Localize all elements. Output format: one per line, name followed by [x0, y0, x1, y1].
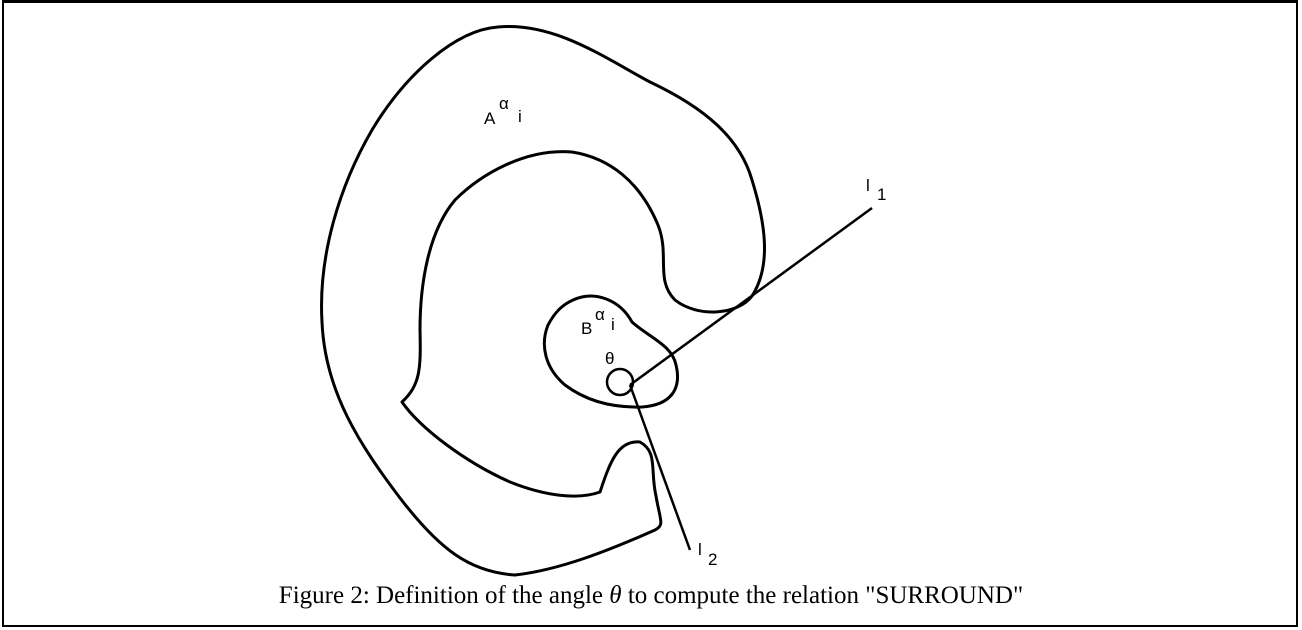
angle-label: θ	[605, 349, 614, 368]
line-l1-label: l	[866, 176, 870, 195]
region-b-label-sub: i	[611, 315, 615, 334]
caption-text-after: to compute the relation "SURROUND"	[621, 582, 1024, 609]
region-b-label-sup: α	[595, 305, 605, 324]
caption-theta-symbol: θ	[609, 582, 622, 609]
angle-arc-marker	[605, 367, 635, 397]
region-a-label-sub: i	[518, 107, 522, 126]
region-b-label: B	[581, 319, 592, 338]
region-b-outline	[542, 294, 679, 409]
caption-text-before: Figure 2: Definition of the angle	[278, 582, 610, 609]
figure-caption: Figure 2: Definition of the angle θ to c…	[0, 582, 1302, 610]
region-a-label-sup: α	[499, 94, 509, 113]
region-a-outline	[320, 25, 766, 577]
line-l2	[628, 384, 692, 551]
frame-top-border	[2, 0, 1298, 3]
region-a-label: A	[484, 109, 496, 128]
line-l1-label-sub: 1	[877, 185, 886, 204]
line-l1	[629, 206, 873, 387]
line-l2-label: l	[698, 540, 702, 559]
line-l2-label-sub: 2	[708, 550, 717, 569]
